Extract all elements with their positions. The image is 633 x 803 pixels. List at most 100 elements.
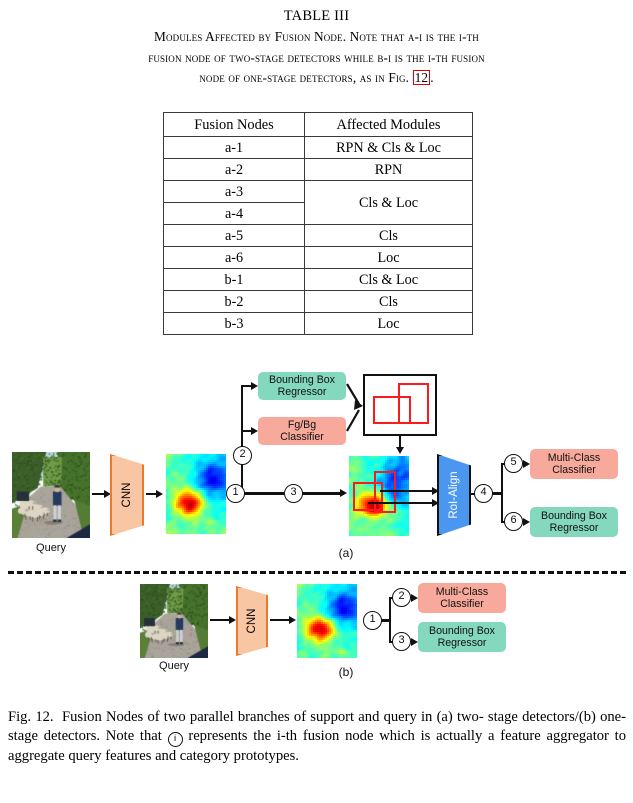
proposal-feature-map-a — [349, 456, 409, 536]
branch-vert-a-top — [241, 385, 244, 447]
fusion-node-a-4[interactable]: 4 — [474, 484, 493, 503]
fusion-node-a-1[interactable]: 1 — [226, 484, 245, 503]
query-image-a-canvas — [12, 452, 90, 538]
cell-module-merged: Cls & Loc — [304, 180, 473, 225]
roi-arrow-line-1 — [380, 490, 436, 493]
cell-module: Loc — [304, 246, 473, 269]
table-caption: Modules Affected by Fusion Node. Note th… — [0, 27, 633, 89]
table-row: b-2 Cls — [163, 290, 473, 313]
cell-module: Loc — [304, 312, 473, 335]
proposal-box-2 — [398, 383, 429, 424]
table-3: Fusion Nodes Affected Modules a-1 RPN & … — [163, 112, 473, 335]
cnn-label-a: CNN — [121, 482, 133, 508]
fusion-node-a-5[interactable]: 5 — [504, 454, 523, 473]
roi-align-block: RoI-Align — [437, 454, 471, 536]
proposal-feature-map-a-canvas — [349, 456, 409, 536]
arrow-head-fgbg-a — [251, 426, 258, 435]
table-caption-period: . — [430, 70, 434, 85]
fusion-node-b-3[interactable]: 3 — [392, 632, 411, 651]
fusion-node-b-1[interactable]: 1 — [363, 611, 382, 630]
circled-i-icon: i — [167, 732, 183, 748]
query-feature-map-b-canvas — [297, 584, 357, 658]
fgbg-classifier-line2-a: Classifier — [280, 431, 324, 443]
arrow-line-photo-cnn-b — [210, 619, 232, 622]
roi-box-1 — [353, 482, 383, 511]
arrow-head-cnn-feat-b — [289, 615, 296, 624]
multiclass-line2-b: Classifier — [440, 598, 484, 610]
figure-caption: Fig. 12. Fusion Nodes of two parallel br… — [8, 708, 626, 767]
figure-caption-label: Fig. 12. — [8, 709, 54, 725]
cell-module: Cls & Loc — [304, 268, 473, 291]
column-header-fusion-nodes: Fusion Nodes — [163, 112, 305, 137]
cell-node: a-6 — [163, 246, 305, 269]
arrow-line-photo-cnn-a — [92, 493, 106, 496]
bbox-regressor-line1-a2: Bounding Box — [541, 509, 607, 522]
table-row: b-1 Cls & Loc — [163, 268, 473, 291]
arrow-head-node5-pill — [523, 459, 530, 468]
bounding-box-regressor-pill-a[interactable]: Bounding Box Regressor — [530, 507, 618, 537]
multiclass-line2-a: Classifier — [552, 464, 596, 476]
arrow-head-node6-pill — [523, 517, 530, 526]
proposal-box-1 — [373, 396, 411, 424]
figure-reference-link[interactable]: 12 — [412, 70, 431, 85]
figure-12-diagram: Query CNN 1 2 Bounding Box Re — [0, 360, 633, 700]
line-split-vert-a — [501, 463, 504, 523]
cell-node: b-1 — [163, 268, 305, 291]
cell-node: a-2 — [163, 158, 305, 181]
table-row: b-3 Loc — [163, 312, 473, 335]
multiclass-classifier-pill-a[interactable]: Multi-Class Classifier — [530, 449, 618, 479]
roi-arrow-head-1 — [432, 486, 439, 495]
column-header-affected-modules: Affected Modules — [304, 112, 473, 137]
bus-line-node1-up-a — [241, 454, 244, 494]
line-node4-split — [492, 492, 503, 495]
table-number: TABLE III — [283, 8, 350, 24]
arrow-head-node3-pill-b — [411, 637, 418, 646]
bounding-box-regressor-pill-a-top[interactable]: Bounding Box Regressor — [258, 372, 346, 400]
arrow-head-node2-pill-b — [411, 593, 418, 602]
arrow-head-photo-cnn-a — [104, 489, 111, 498]
cell-module: RPN — [304, 158, 473, 181]
bus-line-node1-right-a — [244, 492, 284, 495]
query-image-b — [140, 584, 208, 658]
cnn-block-a: CNN — [110, 454, 144, 536]
query-feature-map-b — [297, 584, 357, 658]
arrow-line-panel-feat-a — [399, 436, 402, 449]
roi-arrow-line-2 — [368, 502, 436, 505]
table-caption-line-2: fusion node of two-stage detectors while… — [148, 49, 485, 65]
cell-module: Cls — [304, 290, 473, 313]
bbox-regressor-line2-a: Regressor — [277, 386, 327, 398]
fgbg-classifier-line1-a: Fg/Bg — [287, 418, 317, 431]
query-label-a: Query — [36, 542, 66, 554]
fusion-node-a-3[interactable]: 3 — [284, 484, 303, 503]
query-feature-map-a — [166, 454, 226, 534]
figure-caption-text-after: represents the i-th fusion node which is… — [8, 728, 627, 765]
subfigure-label-a: (a) — [338, 546, 354, 560]
table-caption-line-1: Modules Affected by Fusion Node. Note th… — [154, 29, 479, 44]
subfigure-label-b: (b) — [338, 665, 354, 679]
bounding-box-regressor-pill-b[interactable]: Bounding Box Regressor — [418, 622, 506, 652]
modules-table: Fusion Nodes Affected Modules a-1 RPN & … — [163, 112, 473, 335]
query-image-a — [12, 452, 90, 538]
multiclass-classifier-pill-b[interactable]: Multi-Class Classifier — [418, 583, 506, 613]
fusion-node-a-2[interactable]: 2 — [233, 446, 252, 465]
proposal-panel-a — [363, 374, 437, 436]
bbox-regressor-line2-a2: Regressor — [549, 522, 599, 534]
fusion-node-b-2[interactable]: 2 — [392, 588, 411, 607]
figure-divider — [8, 571, 626, 574]
line-split-vert-b — [389, 597, 392, 642]
cell-node: a-1 — [163, 136, 305, 159]
bbox-regressor-line1-b: Bounding Box — [429, 624, 495, 637]
cell-node: a-3 — [163, 180, 305, 203]
query-feature-map-a-canvas — [166, 454, 226, 534]
line-node1-split-b — [381, 619, 391, 622]
table-row: a-1 RPN & Cls & Loc — [163, 136, 473, 159]
arrow-line-cnn-feat-b — [270, 619, 292, 622]
bbox-regressor-line1-a: Bounding Box — [269, 373, 335, 386]
fgbg-classifier-pill-a[interactable]: Fg/Bg Classifier — [258, 417, 346, 445]
arrow-head-photo-cnn-b — [229, 615, 236, 624]
fusion-node-a-6[interactable]: 6 — [504, 512, 523, 531]
cnn-block-b: CNN — [236, 586, 268, 656]
cell-module: Cls — [304, 224, 473, 247]
table-caption-line-3-text: node of one-stage detectors, as in Fig. — [199, 70, 413, 85]
cnn-label-b: CNN — [246, 608, 258, 634]
